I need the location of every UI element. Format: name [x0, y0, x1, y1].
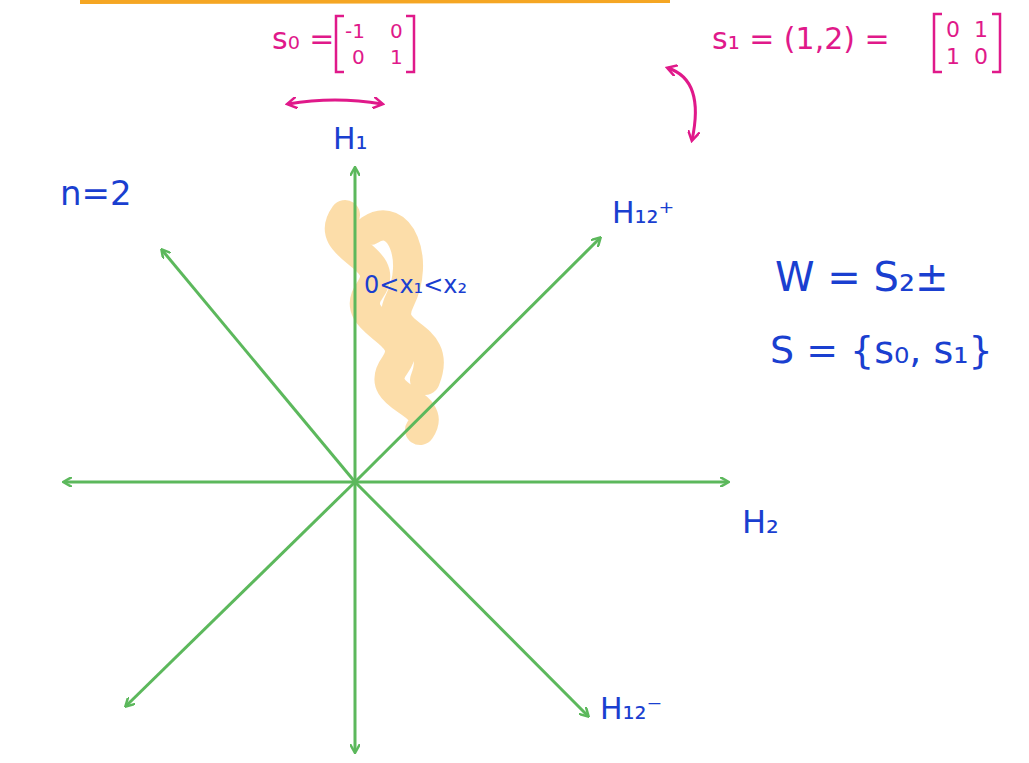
- root-hyperplanes: [64, 168, 728, 752]
- matrix-entry: 1: [946, 45, 960, 69]
- matrix-entry: 1: [974, 18, 988, 42]
- generator-label: s₀ =: [272, 22, 334, 55]
- matrix-entry: 0: [974, 45, 988, 69]
- generator-label: s₁ = (1,2) =: [712, 22, 890, 55]
- matrix-entry: 0: [946, 18, 960, 42]
- reflection-arrow: [288, 100, 382, 104]
- hyperplane-label: H₂: [742, 505, 779, 540]
- orange-underline: [80, 1, 670, 2]
- matrix-brackets: [336, 14, 1000, 72]
- hyperplane-label: H₁₂⁺: [612, 196, 674, 229]
- hyperplane-label: H₁: [333, 122, 368, 155]
- chamber-shading: [340, 215, 429, 430]
- matrix-entry: 0: [352, 46, 365, 68]
- matrix-entry: -1: [345, 20, 365, 42]
- matrix-entry: 0: [390, 20, 403, 42]
- group-label: W = S₂±: [775, 255, 948, 299]
- generators-set-label: S = {s₀, s₁}: [770, 330, 993, 372]
- dimension-label: n=2: [60, 175, 132, 212]
- chamber-label: 0<x₁<x₂: [364, 272, 467, 298]
- matrix-entry: 1: [390, 46, 403, 68]
- reflection-arrow: [668, 68, 695, 140]
- hyperplane-label: H₁₂⁻: [600, 692, 662, 725]
